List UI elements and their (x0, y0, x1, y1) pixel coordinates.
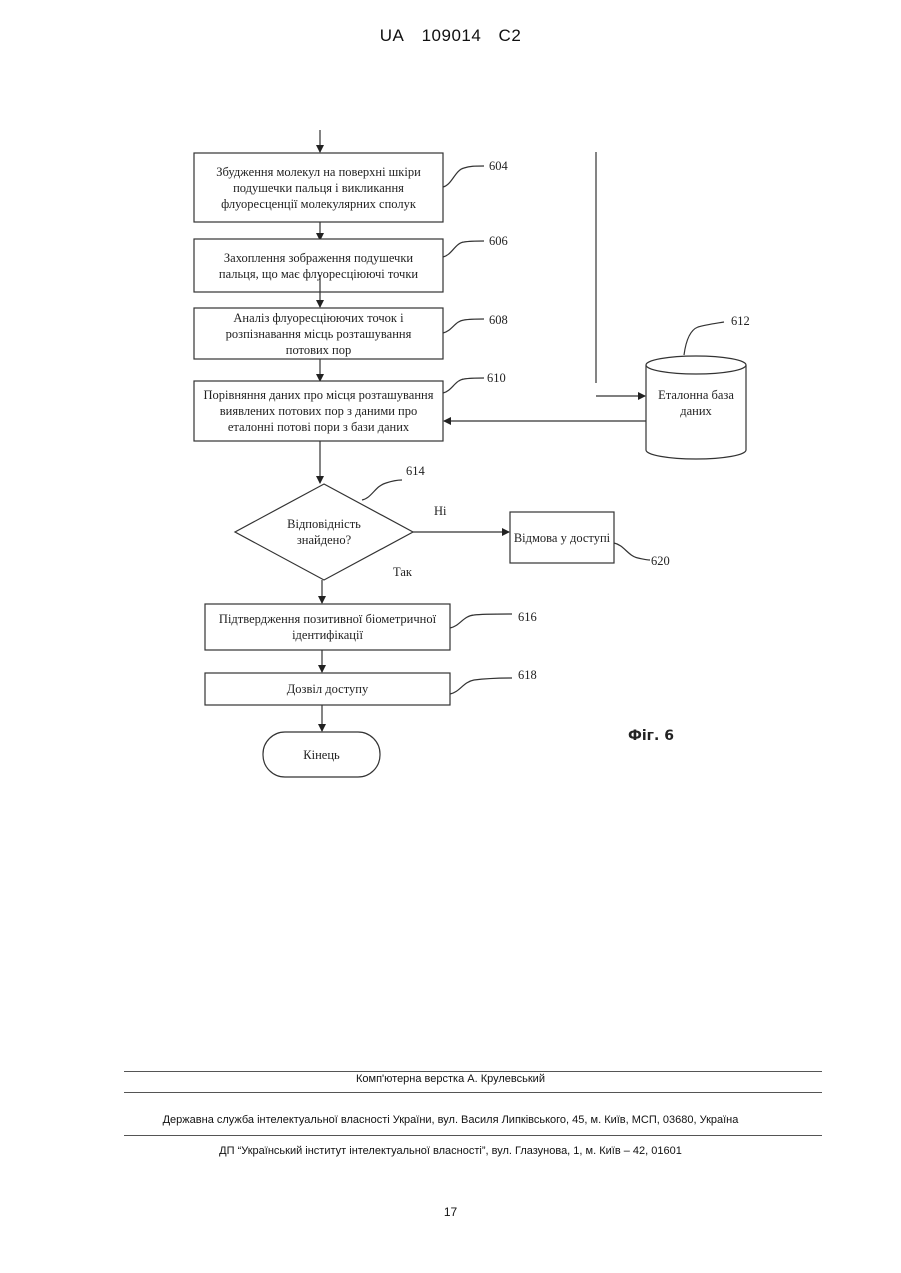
footer-divider (124, 1071, 822, 1072)
step-610-text: Порівняння даних про місця розташування … (200, 382, 437, 440)
step-606-text: Захоплення зображення подушечки пальця, … (204, 240, 433, 291)
yes-label: Так (393, 565, 412, 580)
leader-616 (450, 614, 512, 628)
step-620-text: Відмова у доступі (512, 513, 612, 562)
step-618-text: Дозвіл доступу (207, 674, 448, 704)
step-604-text: Збудження молекул на поверхні шкіри поду… (196, 154, 441, 221)
database-612-text: Еталонна база даних (658, 385, 734, 421)
footer-agency: Державна служба інтелектуальної власност… (0, 1114, 901, 1126)
no-label: Ні (434, 504, 447, 519)
leader-610 (443, 378, 484, 393)
ref-618: 618 (518, 668, 537, 683)
step-608-text: Аналіз флуоресціюючих точок і розпізнава… (204, 309, 433, 358)
leader-604 (443, 166, 484, 187)
ref-616: 616 (518, 610, 537, 625)
figure-label: Фіг. 6 (628, 728, 674, 744)
footer-typesetting: Комп'ютерна верстка А. Крулевський (0, 1073, 901, 1085)
ref-610: 610 (487, 371, 506, 386)
step-616-text: Підтвердження позитивної біометричної ід… (207, 605, 448, 649)
ref-612: 612 (731, 314, 750, 329)
ref-606: 606 (489, 234, 508, 249)
ref-620: 620 (651, 554, 670, 569)
leader-614 (362, 480, 402, 500)
ref-614: 614 (406, 464, 425, 479)
footer-institute: ДП “Український інститут інтелектуальної… (0, 1145, 901, 1157)
footer-divider (124, 1092, 822, 1093)
leader-618 (450, 678, 512, 694)
page-number: 17 (0, 1205, 901, 1219)
leader-606 (443, 241, 484, 257)
footer-divider (124, 1135, 822, 1136)
leader-608 (443, 319, 484, 333)
ref-604: 604 (489, 159, 508, 174)
leader-612 (684, 322, 724, 355)
end-text: Кінець (264, 733, 379, 776)
decision-614-text: Відповідність знайдено? (268, 512, 380, 552)
leader-620 (614, 543, 650, 560)
ref-608: 608 (489, 313, 508, 328)
